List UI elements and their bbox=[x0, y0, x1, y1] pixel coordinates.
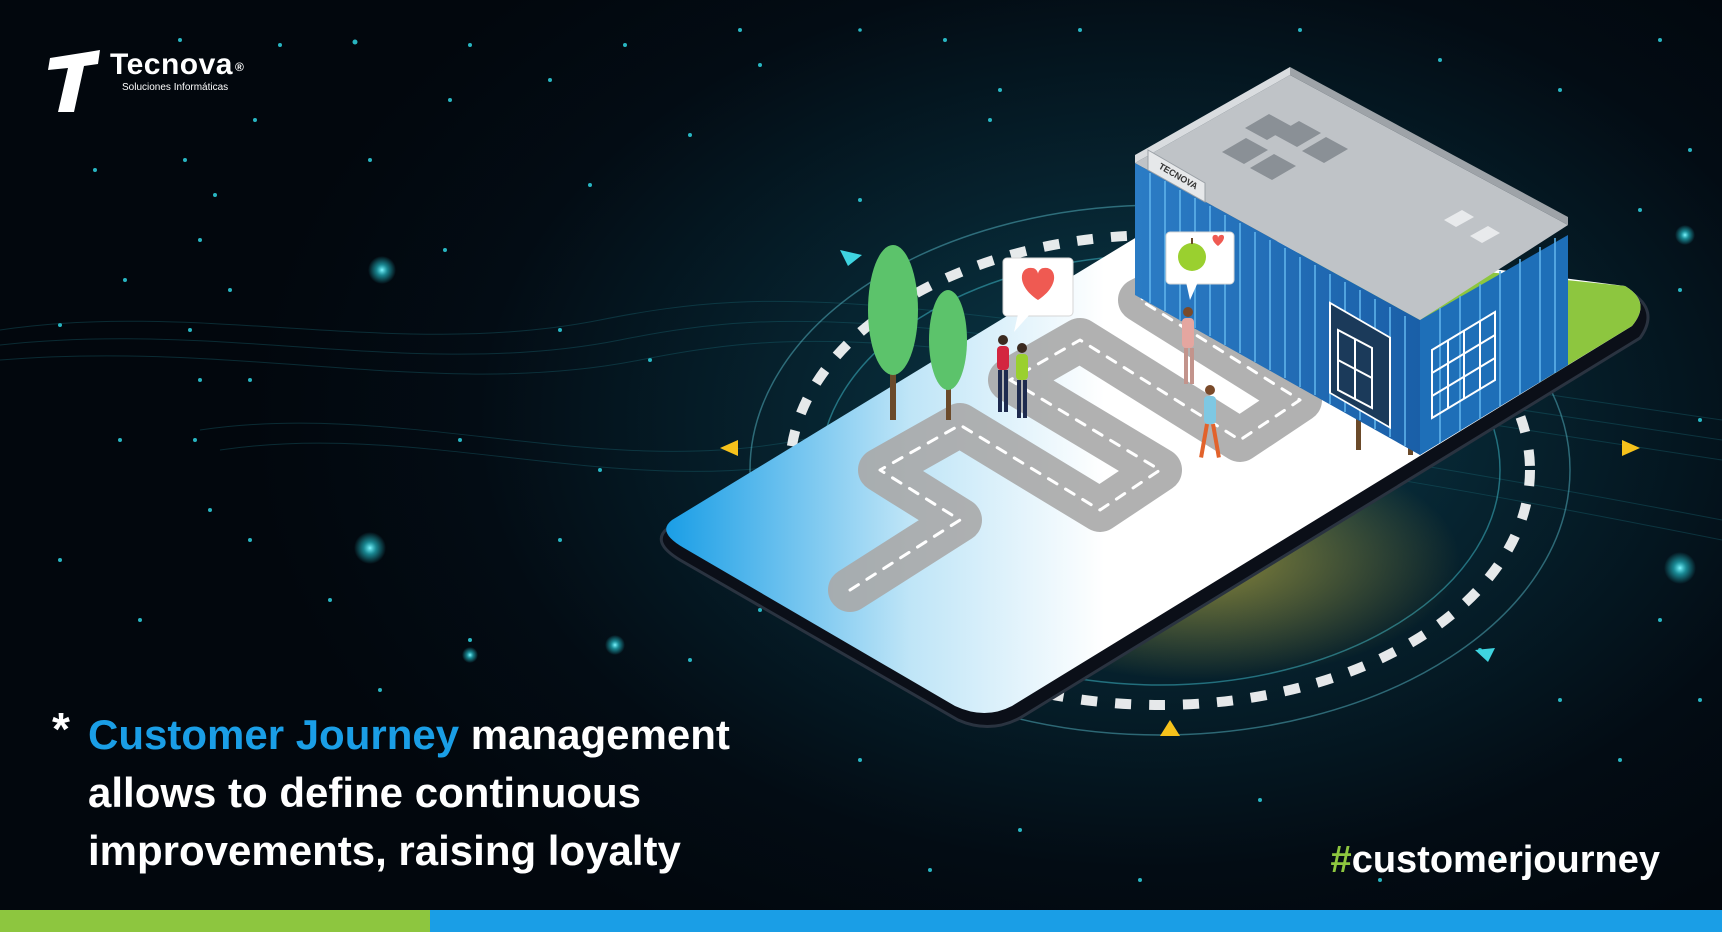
footer-bar-blue bbox=[430, 910, 1722, 932]
apple-icon bbox=[1178, 243, 1206, 271]
footer-bar-green bbox=[0, 910, 430, 932]
hashtag-text: customerjourney bbox=[1351, 839, 1660, 881]
hashtag[interactable]: #customerjourney bbox=[1331, 838, 1660, 882]
headline: * Customer Journey management allows to … bbox=[52, 703, 832, 880]
headline-accent: Customer Journey bbox=[88, 711, 460, 758]
headline-line-1: Customer Journey management bbox=[52, 706, 832, 764]
couple-figures bbox=[997, 335, 1028, 418]
brand-name: Tecnova bbox=[110, 48, 233, 81]
heart-icon bbox=[1021, 267, 1055, 300]
walking-person-pink bbox=[1182, 307, 1194, 384]
headline-line-1-rest: management bbox=[459, 711, 730, 758]
asterisk-bullet: * bbox=[52, 703, 70, 755]
tecnova-logo[interactable]: Tecnova ® Soluciones Informáticas bbox=[48, 50, 244, 112]
winding-road bbox=[828, 263, 1322, 612]
headline-line-2: allows to define continuous bbox=[88, 769, 642, 816]
registered-mark: ® bbox=[235, 60, 245, 74]
apple-speech-bubble bbox=[1165, 231, 1235, 300]
headline-line-3: improvements, raising loyalty bbox=[88, 827, 681, 874]
location-arrow-icon bbox=[840, 250, 862, 266]
brand-tagline: Soluciones Informáticas bbox=[122, 82, 229, 93]
walking-person-blue bbox=[1199, 385, 1221, 458]
tecnova-logo-mark-icon bbox=[48, 50, 100, 112]
hashtag-mark: # bbox=[1330, 839, 1352, 881]
heart-speech-bubble bbox=[1002, 257, 1074, 332]
